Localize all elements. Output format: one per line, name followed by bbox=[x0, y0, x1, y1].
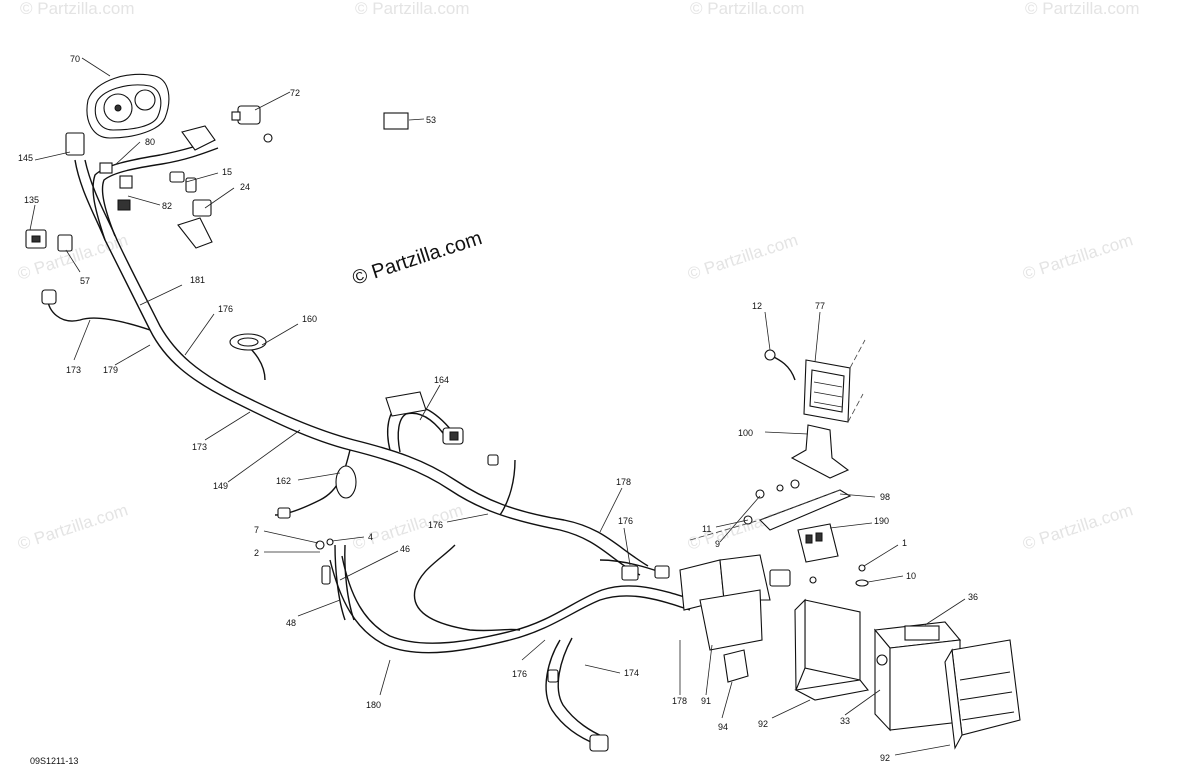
battery-33 bbox=[873, 621, 962, 732]
callout-98: 98 bbox=[880, 492, 890, 502]
connector-group-80 bbox=[65, 125, 216, 211]
callout-11: 11 bbox=[702, 524, 711, 534]
callout-173-center: 173 bbox=[192, 442, 207, 452]
assembly-line bbox=[847, 339, 866, 423]
watermark-text: © Partzilla.com bbox=[1025, 0, 1140, 18]
callout-91: 91 bbox=[701, 696, 711, 706]
label-part-53 bbox=[383, 112, 409, 130]
callout-9: 9 bbox=[715, 539, 720, 549]
callout-72: 72 bbox=[290, 88, 300, 98]
accessory-switch-24 bbox=[177, 199, 213, 249]
callout-160: 160 bbox=[302, 314, 317, 324]
leader-lines bbox=[29, 57, 966, 756]
callout-labels: 70 72 53 80 145 15 24 135 82 57 181 176 … bbox=[18, 54, 978, 763]
grommet-160 bbox=[229, 333, 267, 351]
callout-145: 145 bbox=[18, 153, 33, 163]
callout-174: 174 bbox=[624, 668, 639, 678]
watermark-text: © Partzilla.com bbox=[355, 0, 470, 18]
callout-164: 164 bbox=[434, 375, 449, 385]
battery-tray-92 bbox=[794, 598, 870, 701]
screw-1-10 bbox=[809, 564, 869, 587]
fuse-box-91 bbox=[621, 554, 791, 651]
callout-176-lower: 176 bbox=[512, 669, 527, 679]
drawing-code: 09S1211-13 bbox=[30, 756, 78, 766]
callout-100: 100 bbox=[738, 428, 753, 438]
connector-bottom bbox=[547, 669, 609, 752]
connector-57 bbox=[57, 234, 73, 252]
callout-48: 48 bbox=[286, 618, 296, 628]
watermark-text: © Partzilla.com bbox=[15, 500, 130, 553]
assembly-line bbox=[689, 489, 841, 541]
callout-12: 12 bbox=[752, 301, 762, 311]
watermark-text: © Partzilla.com bbox=[690, 0, 805, 18]
callout-176-mid: 176 bbox=[428, 520, 443, 530]
center-watermark: © Partzilla.com bbox=[350, 227, 485, 290]
callout-70: 70 bbox=[70, 54, 80, 64]
callout-94: 94 bbox=[718, 722, 728, 732]
callout-24: 24 bbox=[240, 182, 250, 192]
ground-wire-12 bbox=[764, 349, 776, 361]
bracket-100 bbox=[790, 424, 850, 479]
background-watermarks: © Partzilla.com © Partzilla.com © Partzi… bbox=[15, 0, 1139, 554]
battery-cover-92 bbox=[944, 639, 1021, 750]
callout-4: 4 bbox=[368, 532, 373, 542]
callout-33: 33 bbox=[840, 716, 850, 726]
callout-180: 180 bbox=[366, 700, 381, 710]
connector-15 bbox=[169, 171, 197, 193]
watermark-text: © Partzilla.com bbox=[685, 230, 800, 283]
callout-92-tray: 92 bbox=[758, 719, 768, 729]
watermark-text: © Partzilla.com bbox=[20, 0, 135, 18]
callout-135: 135 bbox=[24, 195, 39, 205]
callout-179: 179 bbox=[103, 365, 118, 375]
callout-178-lower: 178 bbox=[672, 696, 687, 706]
callout-178-upper: 178 bbox=[616, 477, 631, 487]
callout-53: 53 bbox=[426, 115, 436, 125]
callout-181: 181 bbox=[190, 275, 205, 285]
callout-57: 57 bbox=[80, 276, 90, 286]
callout-15: 15 bbox=[222, 167, 232, 177]
relay-94 bbox=[723, 649, 749, 683]
callout-46: 46 bbox=[400, 544, 410, 554]
connector-plug-left bbox=[41, 289, 57, 305]
callout-92-cover: 92 bbox=[880, 753, 890, 763]
watermark-text: © Partzilla.com bbox=[1020, 230, 1135, 283]
callout-149: 149 bbox=[213, 481, 228, 491]
callout-82: 82 bbox=[162, 201, 172, 211]
callout-176-right: 176 bbox=[618, 516, 633, 526]
callout-10: 10 bbox=[906, 571, 916, 581]
callout-176-upper: 176 bbox=[218, 304, 233, 314]
callout-80: 80 bbox=[145, 137, 155, 147]
callout-173-left: 173 bbox=[66, 365, 81, 375]
callout-190: 190 bbox=[874, 516, 889, 526]
callout-1: 1 bbox=[902, 538, 907, 548]
callout-77: 77 bbox=[815, 301, 825, 311]
relay-module-190 bbox=[797, 523, 839, 563]
callout-36: 36 bbox=[968, 592, 978, 602]
control-module-77 bbox=[803, 359, 851, 423]
watermark-text: © Partzilla.com bbox=[1020, 500, 1135, 553]
callout-7: 7 bbox=[254, 525, 259, 535]
connector-135 bbox=[25, 229, 47, 249]
callout-162: 162 bbox=[276, 476, 291, 486]
main-wiring-harness bbox=[47, 139, 796, 746]
instrument-cluster-70 bbox=[86, 73, 170, 139]
wire-clip-162 bbox=[277, 454, 499, 519]
switch-72 bbox=[231, 105, 273, 143]
callout-2: 2 bbox=[254, 548, 259, 558]
